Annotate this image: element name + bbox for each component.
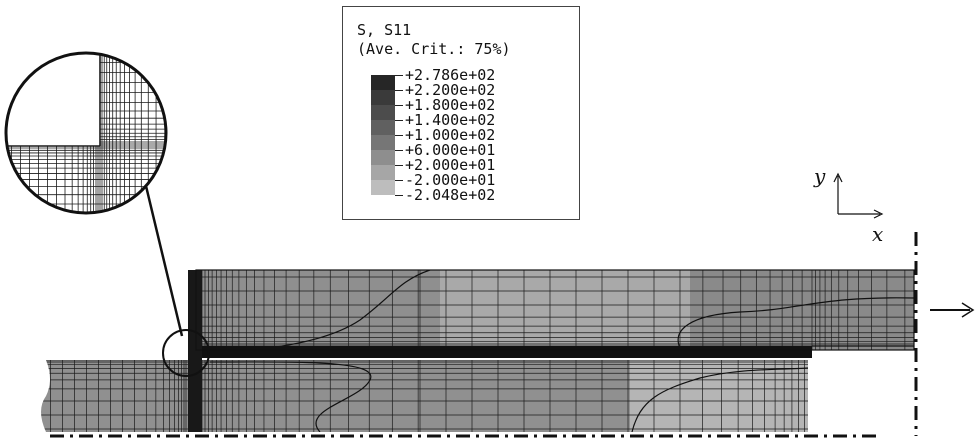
zoom-detail: [4, 51, 210, 377]
legend-swatch: [371, 135, 395, 150]
legend-tick: [395, 75, 403, 76]
legend-swatch: [371, 150, 395, 165]
legend-swatch: [371, 75, 395, 90]
coordinate-axes: [833, 172, 884, 219]
legend-tick: [395, 135, 403, 136]
lower-contour-line-right: [631, 367, 808, 432]
lower-contour-line-left: [209, 361, 372, 432]
x-axis-label: x: [872, 222, 884, 246]
lower-plate-left-region: [41, 360, 640, 432]
legend-level-label: -2.000e+01: [405, 171, 496, 189]
lower-plate-right-region: [630, 360, 808, 432]
y-axis-label: y: [814, 164, 826, 188]
upper-plate-mesh: [196, 270, 914, 350]
load-arrow: [930, 302, 975, 318]
zoom-leader-line: [144, 185, 184, 337]
legend-tick: [395, 150, 403, 151]
lower-plate-mesh: [41, 360, 808, 432]
legend-level-label: +1.400e+02: [405, 111, 496, 129]
legend-tick: [395, 105, 403, 106]
upper-plate-outline: [195, 269, 915, 351]
legend-tick: [395, 165, 403, 166]
lower-plate: [41, 360, 808, 432]
legend-swatch: [371, 105, 395, 120]
legend-level-label: +2.200e+02: [405, 81, 496, 99]
legend-tick: [395, 180, 403, 181]
zoom-target-circle: [162, 329, 210, 377]
legend-tick: [395, 120, 403, 121]
stress-legend: S, S11 (Ave. Crit.: 75%) +2.786e+02+2.20…: [342, 6, 580, 220]
legend-swatch: [371, 120, 395, 135]
joint-column: [188, 270, 202, 432]
legend-subtitle: (Ave. Crit.: 75%): [357, 40, 511, 58]
legend-level-label: +6.000e+01: [405, 141, 496, 159]
zoom-circle-outline: [4, 51, 168, 215]
legend-swatch: [371, 90, 395, 105]
upper-contour-line-right: [677, 297, 914, 349]
legend-level-label: -2.048e+02: [405, 186, 496, 204]
legend-tick: [395, 90, 403, 91]
legend-level-label: +1.800e+02: [405, 96, 496, 114]
legend-swatch: [371, 180, 395, 195]
legend-level-label: +2.000e+01: [405, 156, 496, 174]
legend-level-label: +1.000e+02: [405, 126, 496, 144]
upper-plate: [196, 270, 914, 350]
upper-plate-mid-region: [440, 270, 690, 350]
legend-tick: [395, 195, 403, 196]
upper-plate-left-region: [196, 270, 456, 350]
interface-band: [196, 346, 812, 358]
legend-title: S, S11: [357, 21, 412, 39]
legend-level-label: +2.786e+02: [405, 66, 496, 84]
zoom-circle-background: [6, 53, 166, 213]
legend-swatch: [371, 165, 395, 180]
